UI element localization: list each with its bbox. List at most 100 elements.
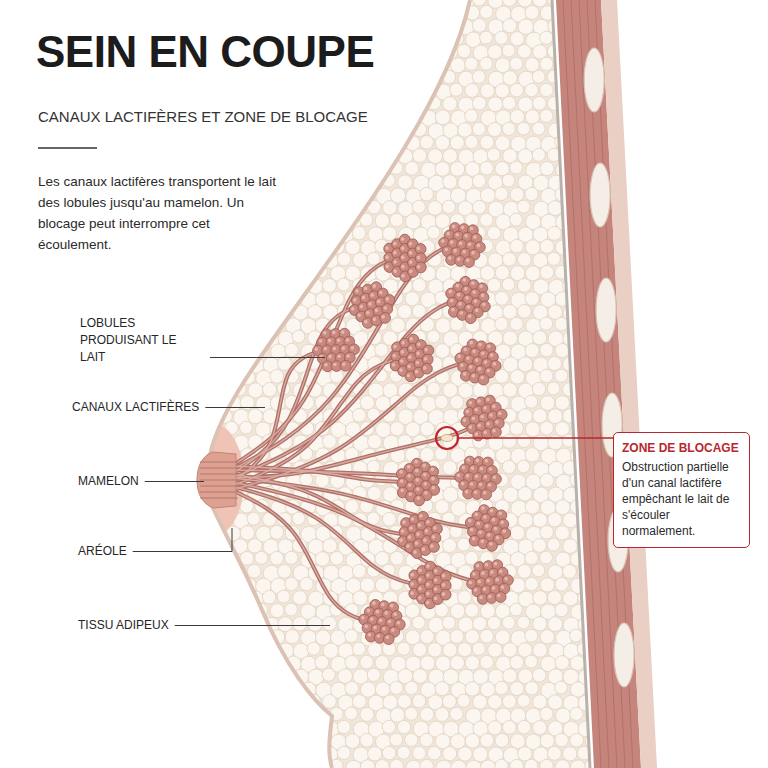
fat-globule [428,149,443,164]
fat-globule [480,161,494,175]
fat-globule [188,591,203,606]
fat-globule [525,266,540,281]
fat-globule [271,214,287,230]
fat-globule [563,747,577,761]
fat-globule [278,227,293,242]
fat-globule [555,500,570,515]
fat-globule [517,564,531,578]
fat-globule [390,551,404,565]
fat-globule [465,109,478,122]
fat-globule [563,409,578,424]
fat-globule [540,317,553,330]
fat-globule [225,239,238,252]
acinus-highlight [468,242,472,246]
fat-globule [195,162,209,176]
fat-globule [330,292,344,306]
acinus-highlight [400,237,405,242]
fat-globule [487,148,500,161]
fat-globule [173,123,189,139]
fat-globule [300,708,315,723]
fat-globule [240,84,254,98]
fat-globule [375,682,390,697]
fat-globule [367,668,380,681]
fat-globule [533,409,547,423]
fat-globule [420,58,435,73]
fat-globule [255,656,269,670]
fat-globule [285,603,298,616]
fat-globule [555,681,568,694]
fat-globule [451,760,467,768]
fat-globule [285,188,300,203]
fat-globule [173,669,189,685]
fat-globule [240,421,253,434]
fat-globule [563,591,578,606]
acinus-highlight [374,308,378,312]
fat-globule [413,71,428,86]
acinus-highlight [472,290,477,295]
fat-globule [450,604,465,619]
fat-globule [338,149,354,165]
fat-globule [210,552,225,567]
fat-globule [203,253,218,268]
fat-globule [202,408,215,421]
fat-globule [195,682,210,697]
fat-globule [472,122,485,135]
fat-globule [256,318,272,334]
fat-globule [420,6,434,20]
fat-globule [517,720,530,733]
fat-globule [180,239,194,253]
fat-globule [367,486,381,500]
fat-globule [390,32,405,47]
fat-globule [338,201,352,215]
fat-globule [181,6,197,22]
acinus-highlight [416,255,421,260]
fat-globule [263,305,278,320]
fat-globule [300,577,313,590]
fat-globule [525,292,539,306]
fat-globule [308,149,324,165]
fat-globule [495,187,508,200]
fat-globule [518,487,532,501]
fat-globule [465,630,479,644]
fat-globule [203,149,219,165]
fat-globule [323,0,338,8]
fat-globule [240,526,254,540]
fat-globule [277,356,291,370]
fat-globule [555,603,568,616]
fat-globule [367,512,380,525]
fat-globule [315,759,328,768]
fat-globule [488,97,503,112]
fat-globule [270,551,284,565]
acinus-highlight [353,298,357,302]
fat-globule [510,32,524,46]
fat-globule [293,721,308,736]
fat-globule [345,84,360,99]
fat-globule [255,292,270,307]
acinus-highlight [400,264,405,269]
fat-globule [172,148,185,161]
fat-globule [285,291,298,304]
fat-globule [217,0,231,6]
fat-globule [308,747,323,762]
fat-globule [383,695,398,710]
fat-globule [218,149,233,164]
fat-globule [465,135,478,148]
fat-globule [457,538,470,551]
fat-globule [540,578,554,592]
fat-globule [346,760,362,768]
acinus-highlight [444,248,448,252]
fat-globule [450,83,463,96]
acinus-highlight [359,304,363,308]
fat-globule [525,395,538,408]
fat-globule [210,343,223,356]
acinus-highlight [448,289,453,294]
fat-globule [247,720,261,734]
fat-globule [337,746,350,759]
fat-globule [457,694,470,707]
acinus-highlight [385,246,390,251]
fat-globule [322,694,336,708]
lobule-cluster [374,228,436,288]
fat-globule [262,200,276,214]
acinus-highlight [370,293,374,297]
